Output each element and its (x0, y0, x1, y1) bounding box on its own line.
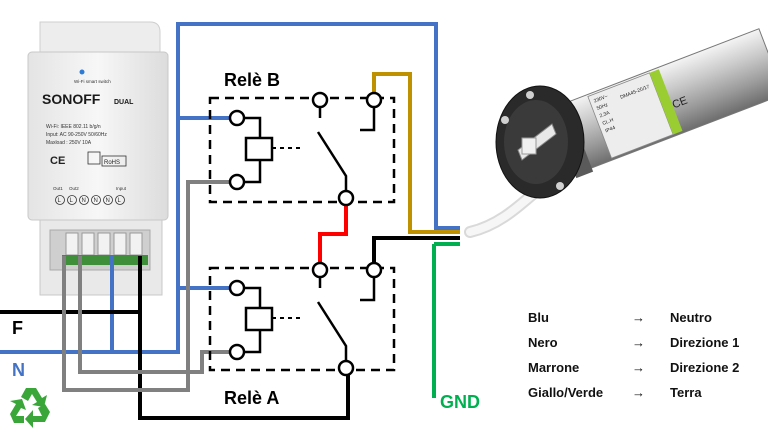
legend-row: Giallo/Verde → Terra (528, 380, 768, 405)
relay-b-contact-no (365, 91, 383, 109)
arrow-right-icon: → (632, 360, 645, 375)
arrow-right-icon: → (632, 310, 645, 325)
gray-wire-coil-a (78, 256, 232, 374)
device-subtitle: Wi-Fi smart switch (74, 79, 111, 84)
device-brand: SONOFF (42, 91, 101, 107)
relay-b-contact-common (337, 189, 355, 207)
relay-a-coil (244, 306, 274, 332)
relay-b-terminal-neutral (228, 109, 246, 127)
red-wire-bridge (318, 198, 348, 270)
legend-wire-color: Marrone (528, 360, 580, 375)
neutral-label: N (12, 360, 25, 380)
black-wire-phase-feed (138, 256, 350, 420)
relay-b-label: Relè B (224, 70, 280, 90)
device-model: DUAL (114, 99, 134, 106)
device-spec-input: Input: AC 90-250V 50/60Hz (46, 132, 107, 138)
legend-row: Blu → Neutro (528, 305, 768, 330)
legend-wire-color: Nero (528, 335, 558, 350)
terminal-letter: N (94, 198, 98, 204)
wifi-led-icon (79, 69, 85, 75)
black-wire-direction-1 (372, 236, 460, 272)
terminal-letter: L (58, 198, 62, 204)
legend-wire-color: Giallo/Verde (528, 385, 604, 400)
legend-wire-color: Blu (528, 310, 549, 325)
tubular-motor: 230V~ 50Hz 2.3A CL.H IP44 DMA45-20/17 CE (464, 28, 768, 238)
arrow-right-icon: → (632, 335, 645, 350)
legend-row: Nero → Direzione 1 (528, 330, 768, 355)
relay-a-contact-no (365, 261, 383, 279)
motor-spec-line: CL.H (602, 117, 615, 127)
motor-ce-mark: CE (671, 95, 690, 112)
terminal-out1-label: Out1 (53, 186, 63, 191)
terminal-letter: N (82, 198, 86, 204)
motor-spec-line: IP44 (605, 125, 617, 134)
ground-label: GND (440, 392, 480, 412)
relay-a-switch (316, 277, 376, 361)
device-ce-mark: CE (50, 155, 65, 167)
bin-icon (87, 151, 101, 165)
relay-a-contact-common (337, 359, 355, 377)
device-spec-maxload: Maxload : 250V 10A (46, 140, 92, 146)
relay-a: Relè A (208, 261, 396, 408)
relay-a-terminal-neutral (228, 279, 246, 297)
device-spec-wifi: Wi-Fi: IEEE 802.11 b/g/n (46, 124, 101, 130)
sonoff-device: Wi-Fi smart switch SONOFF DUAL Wi-Fi: IE… (27, 21, 169, 296)
phase-label: F (12, 318, 23, 338)
legend-function: Terra (670, 385, 702, 400)
terminal-row: L L N N N L (55, 195, 125, 205)
terminal-input-label: Input (116, 186, 127, 191)
wires (0, 22, 460, 420)
legend-function: Direzione 1 (670, 335, 740, 350)
relay-a-terminal-coil (228, 343, 246, 361)
relay-b-terminal-coil (228, 173, 246, 191)
terminal-letter: L (70, 198, 74, 204)
arrow-right-icon: → (632, 385, 645, 400)
terminal-out2-label: Out2 (69, 186, 79, 191)
wire-color-legend: Blu → Neutro Nero → Direzione 1 Marrone … (528, 305, 768, 405)
relay-b-contact-nc (311, 91, 329, 109)
relay-b-switch (316, 107, 376, 191)
gray-wire-coil-b (62, 180, 232, 392)
device-rohs-mark: RoHS (104, 160, 120, 166)
terminal-letter: N (106, 198, 110, 204)
relay-b: Relè B (208, 70, 396, 207)
relay-b-coil (244, 136, 274, 162)
legend-row: Marrone → Direzione 2 (528, 355, 768, 380)
brown-wire-direction-2 (372, 72, 460, 234)
relay-a-label: Relè A (224, 388, 279, 408)
terminal-letter: L (118, 198, 122, 204)
legend-function: Direzione 2 (670, 360, 740, 375)
motor-spec-line: 2.3A (599, 110, 611, 120)
recycle-icon (10, 388, 50, 428)
motor-spec-line: 230V~ (593, 94, 609, 105)
relay-a-contact-nc (311, 261, 329, 279)
motor-spec-line: 50Hz (596, 102, 610, 112)
legend-function: Neutro (670, 310, 712, 325)
